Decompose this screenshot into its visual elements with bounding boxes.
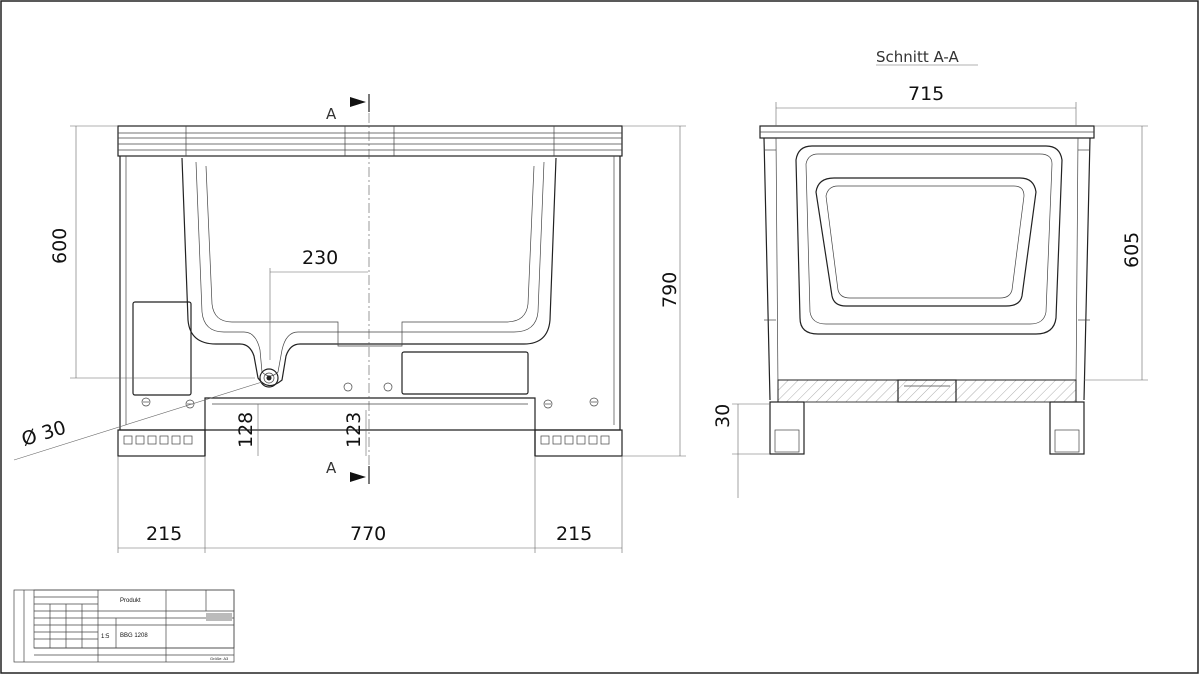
- section-title: Schnitt A-A: [876, 48, 959, 66]
- title-format: Größe: A3: [210, 656, 229, 661]
- section-marker-bottom: A: [326, 459, 337, 477]
- dim-bottom-right: 215: [556, 523, 592, 545]
- section-dimension-lines: [732, 102, 1148, 498]
- dim-bottom-middle: 770: [350, 523, 386, 545]
- title-scale: 1:5: [101, 634, 110, 640]
- title-designation: BBG 1208: [120, 633, 148, 639]
- front-dimension-lines: [13, 125, 686, 553]
- title-product-label: Produkt: [120, 598, 141, 604]
- section-view: [759, 64, 1095, 455]
- title-block: [13, 589, 235, 663]
- dim-bottom-left: 215: [146, 523, 182, 545]
- dim-height-total: 790: [659, 272, 681, 308]
- dim-height-left: 600: [49, 228, 71, 264]
- dim-top-width: 715: [908, 83, 944, 105]
- dim-clearance-30: 30: [712, 404, 734, 428]
- front-view: [117, 94, 623, 484]
- dim-drain-spacing: 230: [302, 247, 338, 269]
- dim-height-right: 605: [1121, 232, 1143, 268]
- dim-clearance-123: 123: [343, 412, 365, 448]
- section-marker-top: A: [326, 105, 337, 123]
- dim-clearance-128: 128: [235, 412, 257, 448]
